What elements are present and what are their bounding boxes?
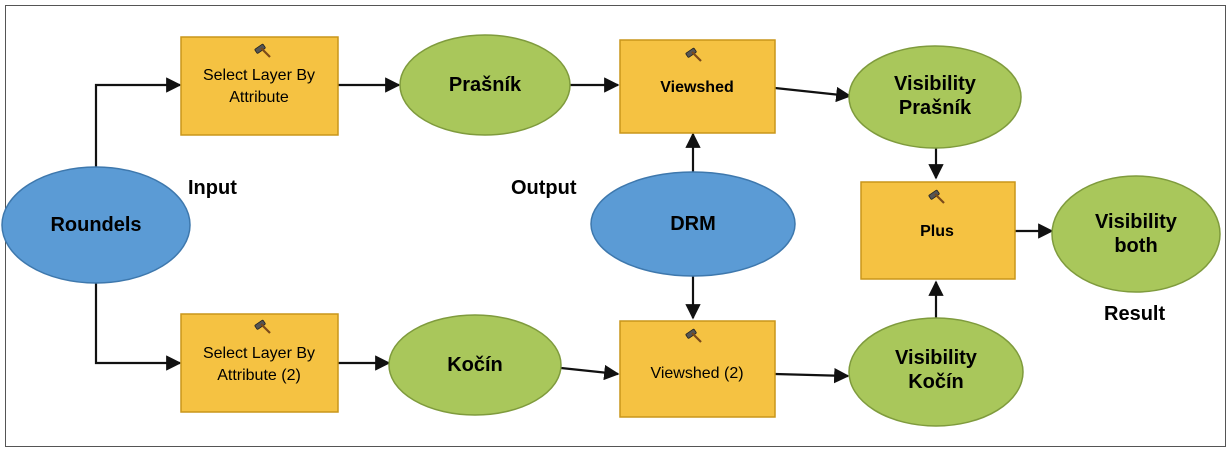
node-prasnik: Prašník (399, 34, 571, 136)
select1-label-line1: Select Layer By (203, 67, 315, 84)
drm-label: DRM (670, 213, 716, 235)
annotation-input: Input (188, 177, 237, 199)
vis-prasnik-label-line1: Visibility (894, 73, 977, 95)
node-vis-kocin: Visibility Kočín (848, 317, 1024, 427)
viewshed2-label: Viewshed (2) (650, 365, 743, 382)
tool-select-layer-1: Select Layer By Attribute (180, 36, 339, 136)
arrow-kocin-to-viewshed2 (560, 364, 620, 381)
kocin-label: Kočín (447, 354, 503, 376)
tool-viewshed-1: Viewshed (619, 39, 776, 134)
roundels-label: Roundels (50, 214, 141, 236)
vis-prasnik-label-line2: Prašník (899, 97, 972, 119)
tool-viewshed-2: Viewshed (2) (619, 320, 776, 418)
plus-label: Plus (920, 223, 954, 240)
vis-kocin-label-line2: Kočín (908, 371, 964, 393)
node-kocin: Kočín (388, 314, 562, 416)
connectors (94, 77, 1054, 384)
select2-label-line2: Attribute (2) (217, 367, 301, 384)
arrow-viewshed2-to-vis-kocin (774, 367, 850, 384)
arrow-viewshed1-to-vis-prasnik (774, 86, 852, 103)
prasnik-label: Prašník (449, 74, 522, 96)
select1-label-line2: Attribute (229, 89, 289, 106)
tool-select-layer-2: Select Layer By Attribute (2) (180, 313, 339, 413)
tool-plus: Plus (860, 181, 1016, 280)
arrow-roundels-to-select1 (94, 77, 182, 168)
vis-both-label-line2: both (1114, 235, 1157, 257)
node-drm: DRM (590, 171, 796, 277)
viewshed1-label: Viewshed (660, 79, 734, 96)
node-vis-prasnik: Visibility Prašník (848, 45, 1022, 149)
node-vis-both: Visibility both (1051, 175, 1221, 293)
node-roundels: Roundels (1, 166, 191, 284)
annotation-output: Output (511, 177, 577, 199)
select2-label-line1: Select Layer By (203, 345, 315, 362)
vis-both-label-line1: Visibility (1095, 211, 1178, 233)
annotation-result: Result (1104, 303, 1165, 325)
arrow-roundels-to-select2 (94, 282, 182, 371)
vis-kocin-label-line1: Visibility (895, 347, 978, 369)
